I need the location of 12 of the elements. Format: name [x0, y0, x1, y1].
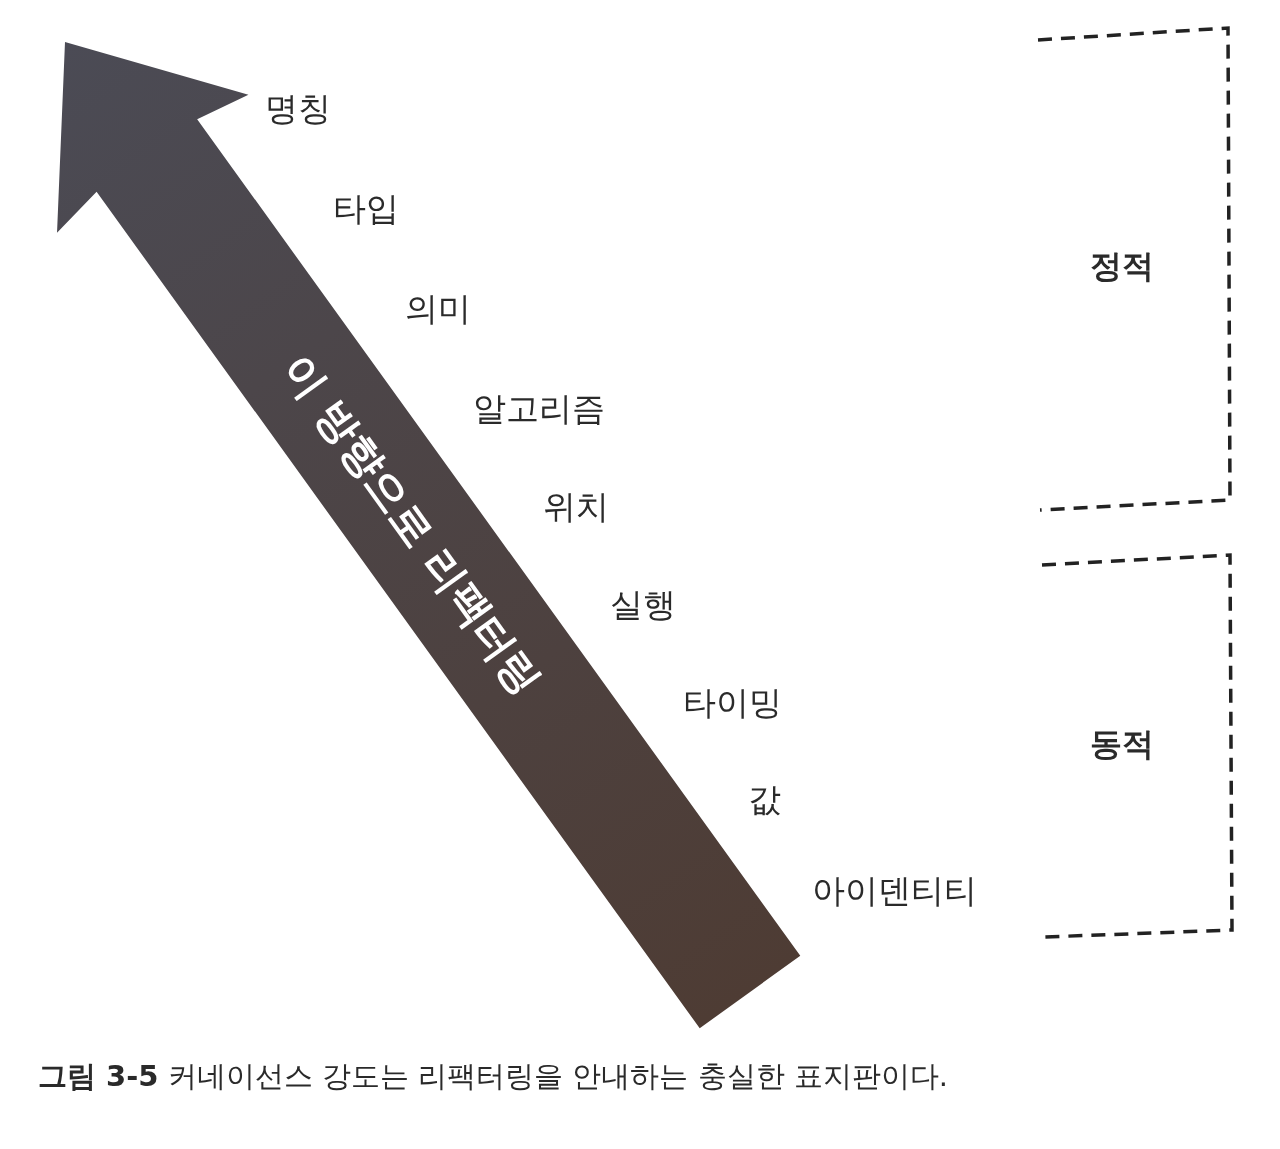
level-label: 위치 [543, 490, 609, 523]
group-label: 동적 [1090, 728, 1154, 760]
level-label: 타입 [333, 192, 399, 225]
level-label: 실행 [610, 588, 676, 621]
group-label: 정적 [1090, 250, 1154, 282]
level-label: 타이밍 [683, 686, 782, 719]
level-label: 알고리즘 [473, 392, 605, 425]
caption: 그림 3-5 커네이선스 강도는 리팩터링을 안내하는 충실한 표지판이다. [38, 1062, 949, 1091]
level-label: 값 [748, 783, 781, 816]
level-label: 의미 [405, 292, 471, 325]
level-label: 명칭 [265, 92, 331, 125]
level-label: 아이덴티티 [812, 874, 977, 907]
